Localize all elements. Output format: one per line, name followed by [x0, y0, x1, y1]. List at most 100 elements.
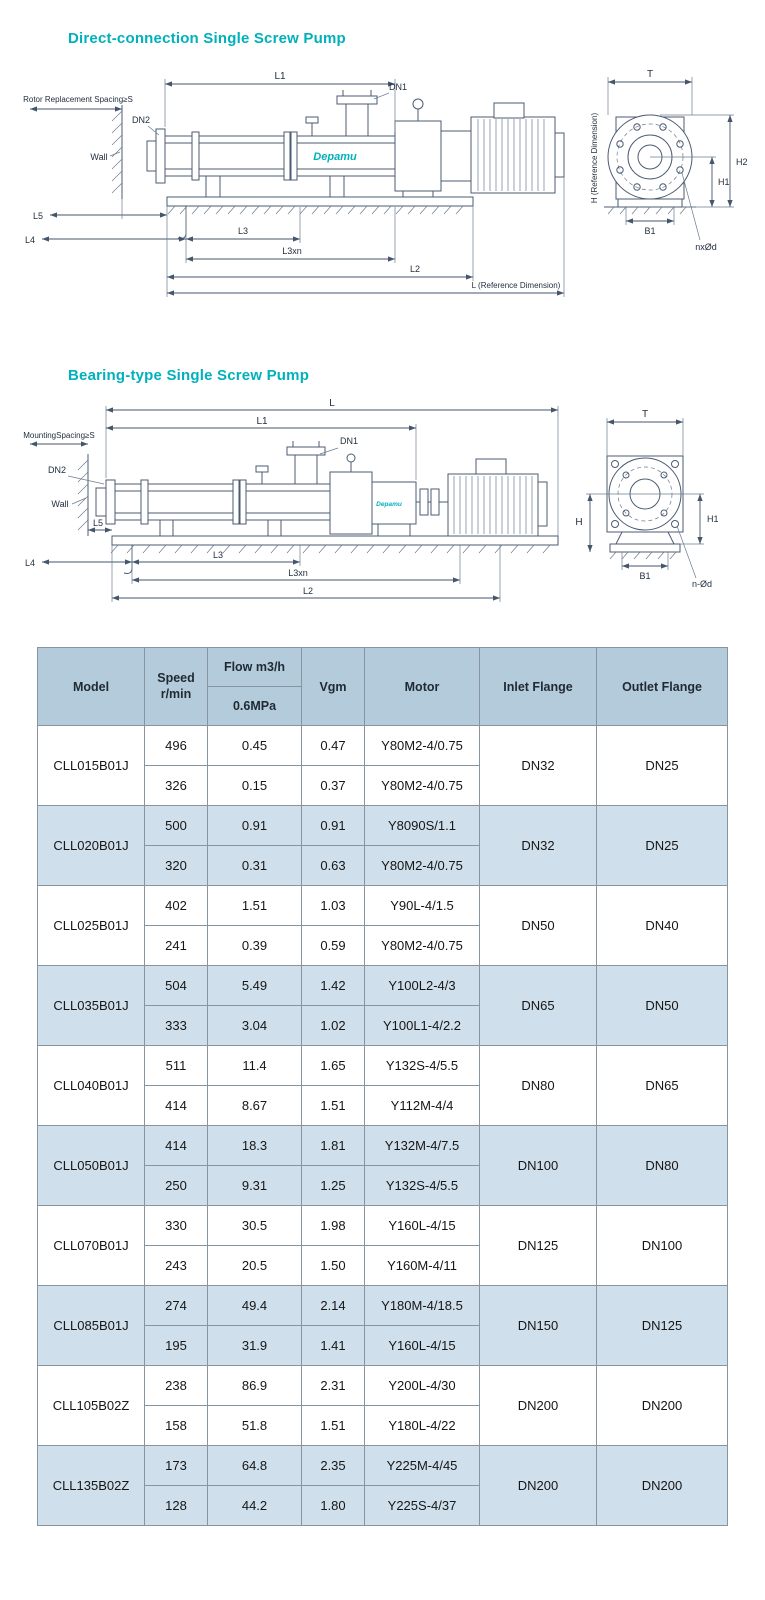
inlet-flange-cell: DN150	[479, 1285, 597, 1366]
col-header-vgm: Vgm	[301, 647, 365, 726]
header-row-2: 0.6MPa	[38, 686, 728, 726]
model-cell: CLL035B01J	[37, 965, 145, 1046]
flow-cell: 0.45	[207, 725, 302, 766]
col-header-pressure: 0.6MPa	[207, 686, 302, 726]
inlet-flange-cell: DN50	[479, 885, 597, 966]
vgm-cell: 2.35	[301, 1445, 365, 1486]
vgm-cell: 1.80	[301, 1485, 365, 1526]
flow-cell: 5.49	[207, 965, 302, 1006]
bearing-and-motor	[371, 458, 548, 537]
motor-cell: Y200L-4/30	[364, 1365, 480, 1406]
dim-label-h-ref: H (Reference Dimension)	[590, 113, 599, 204]
speed-cell: 511	[144, 1045, 208, 1086]
flow-cell: 3.04	[207, 1005, 302, 1046]
flow-cell: 64.8	[207, 1445, 302, 1486]
inlet-flange-cell: DN80	[479, 1045, 597, 1126]
speed-cell: 243	[144, 1245, 208, 1286]
vgm-cell: 0.59	[301, 925, 365, 966]
dim-label-spacing: Rotor Replacement Spacing≥S	[23, 95, 133, 104]
dim-label-t: T	[642, 409, 648, 420]
flow-cell: 51.8	[207, 1405, 302, 1446]
flow-cell: 30.5	[207, 1205, 302, 1246]
outlet-flange-cell: DN25	[596, 805, 728, 886]
flow-cell: 8.67	[207, 1085, 302, 1126]
dim-label-wall: Wall	[51, 499, 68, 509]
dim-label-h1: H1	[718, 177, 730, 187]
vgm-cell: 1.25	[301, 1165, 365, 1206]
outlet-flange-cell: DN200	[596, 1365, 728, 1446]
dim-label-l2: L2	[410, 264, 420, 274]
dim-label-dn2: DN2	[132, 115, 150, 125]
dim-label-l5: L5	[33, 211, 43, 221]
vgm-cell: 1.51	[301, 1085, 365, 1126]
flow-cell: 20.5	[207, 1245, 302, 1286]
inlet-flange-cell: DN65	[479, 965, 597, 1046]
outlet-flange-cell: DN50	[596, 965, 728, 1046]
speed-cell: 173	[144, 1445, 208, 1486]
spec-table: Model Speed r/min Flow m3/h Vgm Motor In…	[37, 647, 728, 1526]
dim-label-dn1: DN1	[340, 436, 358, 446]
vgm-cell: 1.98	[301, 1205, 365, 1246]
col-header-motor: Motor	[364, 647, 480, 726]
vgm-cell: 0.63	[301, 845, 365, 886]
model-cell: CLL050B01J	[37, 1125, 145, 1206]
vgm-cell: 1.41	[301, 1325, 365, 1366]
inlet-flange-cell: DN200	[479, 1365, 597, 1446]
speed-cell: 414	[144, 1125, 208, 1166]
dim-label-l4: L4	[25, 558, 35, 568]
inlet-flange-cell: DN200	[479, 1445, 597, 1526]
vgm-cell: 1.51	[301, 1405, 365, 1446]
col-header-flow: Flow m3/h	[207, 647, 302, 687]
motor-cell: Y180M-4/18.5	[364, 1285, 480, 1326]
vgm-cell: 0.47	[301, 725, 365, 766]
flow-cell: 0.15	[207, 765, 302, 806]
vgm-cell: 2.31	[301, 1365, 365, 1406]
dim-label-l1: L1	[274, 71, 286, 82]
baseplate	[110, 535, 559, 574]
inlet-flange-cell: DN32	[479, 725, 597, 806]
end-view: T H (Reference Dimension) H1 H2 B1 nxØd	[590, 69, 748, 252]
direct-pump-drawing: Depamu L1 Rotor Replacement Spacing≥S DN…	[23, 69, 748, 297]
speed-cell: 274	[144, 1285, 208, 1326]
dim-label-h2: H2	[736, 157, 748, 167]
dim-label-l1: L1	[256, 416, 268, 427]
direct-pump-diagram: Depamu L1 Rotor Replacement Spacing≥S DN…	[0, 57, 765, 309]
catalog-page: Direct-connection Single Screw Pump	[0, 30, 765, 1526]
section-title-direct: Direct-connection Single Screw Pump	[68, 30, 346, 47]
speed-cell: 496	[144, 725, 208, 766]
dim-label-l3: L3	[213, 550, 223, 560]
motor-cell: Y180L-4/22	[364, 1405, 480, 1446]
flow-cell: 0.91	[207, 805, 302, 846]
model-cell: CLL015B01J	[37, 725, 145, 806]
baseplate	[166, 196, 474, 239]
vgm-cell: 1.81	[301, 1125, 365, 1166]
model-cell: CLL135B02Z	[37, 1445, 145, 1526]
motor-cell: Y160L-4/15	[364, 1325, 480, 1366]
col-header-inlet-flange: Inlet Flange	[479, 647, 597, 726]
vgm-cell: 1.42	[301, 965, 365, 1006]
wall-section	[77, 454, 89, 536]
dim-label-l5: L5	[93, 518, 103, 528]
dim-label-l3xn: L3xn	[288, 568, 308, 578]
col-header-outlet-flange: Outlet Flange	[596, 647, 728, 726]
inlet-flange-cell: DN32	[479, 805, 597, 886]
pump-body	[146, 90, 442, 198]
model-cell: CLL040B01J	[37, 1045, 145, 1126]
outlet-flange-cell: DN40	[596, 885, 728, 966]
bearing-pump-diagram: Depamu L L1 MountingSpacing≥S DN2 Wall D…	[0, 394, 765, 619]
motor-cell: Y90L-4/1.5	[364, 885, 480, 926]
